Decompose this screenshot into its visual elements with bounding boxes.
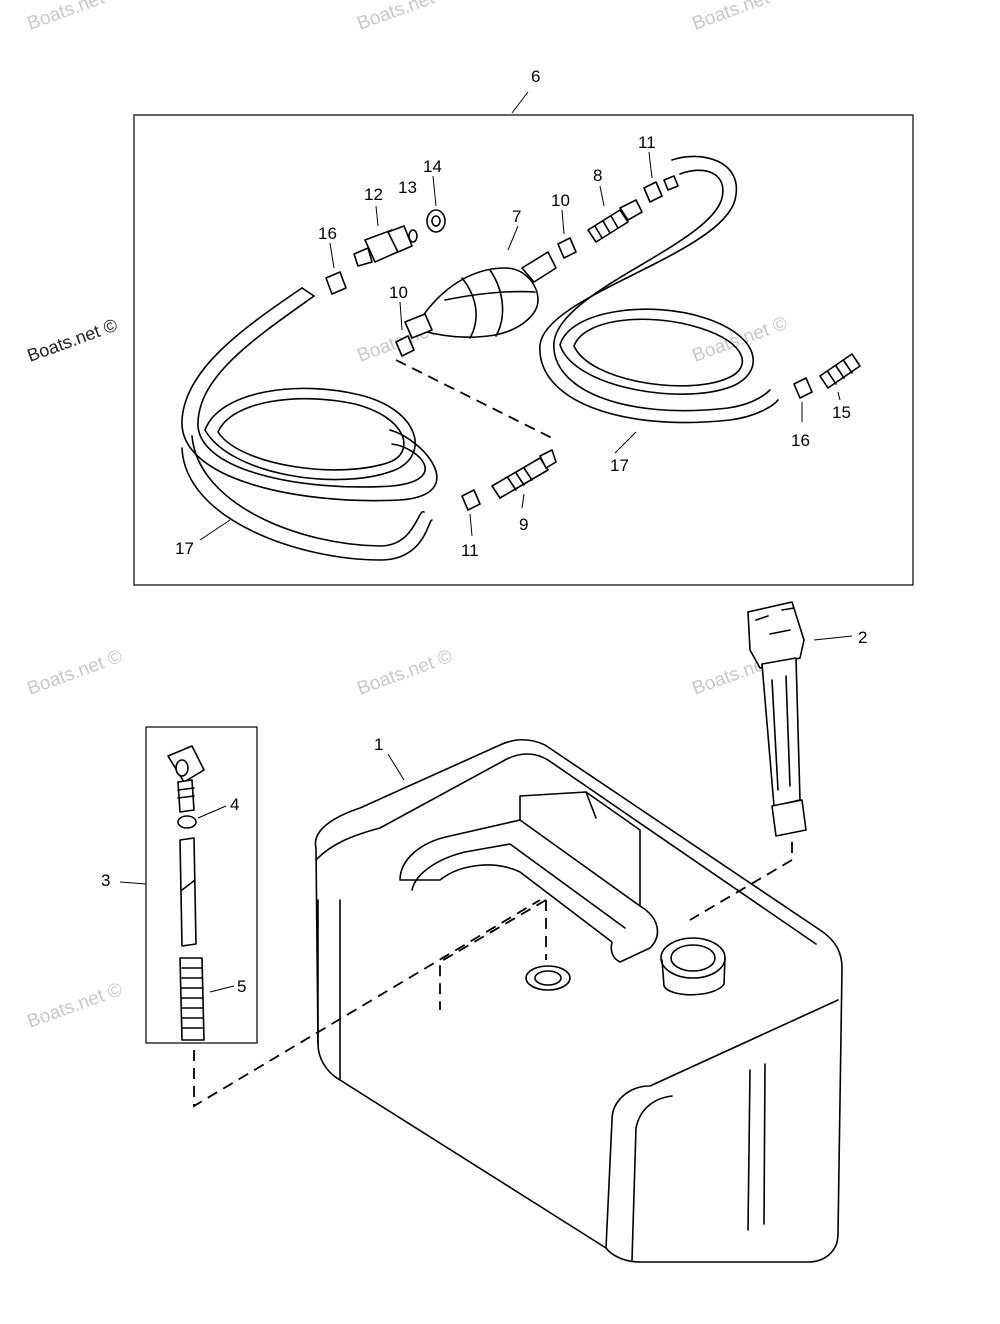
callout-8: 8	[593, 166, 602, 185]
watermark: Boats.net ©	[25, 0, 126, 35]
assembly-line	[395, 359, 553, 439]
clamp-icon	[325, 271, 347, 295]
callout-10-lower: 10	[389, 283, 408, 302]
washer-icon	[426, 209, 446, 233]
watermark: Boats.net ©	[355, 0, 456, 35]
watermark: Boats.net ©	[355, 646, 456, 700]
tank-fitting-icon	[491, 449, 557, 499]
assembly-line	[689, 842, 793, 921]
callout-4: 4	[230, 795, 239, 814]
o-ring-icon	[177, 815, 197, 829]
callout-1: 1	[374, 735, 383, 754]
callout-5: 5	[237, 977, 246, 996]
fuel-hose-icon	[539, 155, 779, 424]
callout-16-right: 16	[791, 431, 810, 450]
callout-17-left: 17	[175, 539, 194, 558]
assembly-line	[193, 899, 541, 1108]
watermark: Boats.net ©	[690, 0, 791, 35]
assembly-line	[439, 899, 547, 1010]
callout-11-lower: 11	[461, 541, 479, 560]
callout-7: 7	[512, 207, 521, 226]
callout-14: 14	[423, 157, 442, 176]
callout-15: 15	[832, 403, 851, 422]
pickup-tube-icon	[179, 837, 197, 947]
clamp-icon	[557, 237, 577, 259]
callout-13: 13	[398, 178, 417, 197]
clamp-icon	[793, 377, 813, 399]
callout-9: 9	[519, 515, 528, 534]
callout-3: 3	[101, 871, 110, 890]
fuel-hose-icon	[181, 287, 438, 561]
engine-connector-icon	[353, 225, 413, 267]
pickup-assembly-frame	[145, 726, 258, 1044]
watermark-side: Boats.net ©	[25, 315, 120, 366]
callout-17-right: 17	[610, 456, 629, 475]
clamp-icon	[461, 489, 481, 511]
primer-bulb-icon	[404, 251, 557, 339]
pickup-tube-assembly-icon	[167, 745, 205, 813]
fuel-line-kit-frame	[133, 114, 914, 586]
o-ring-icon	[408, 229, 418, 243]
connector-fitting-icon	[587, 199, 643, 243]
callout-10-upper: 10	[551, 191, 570, 210]
watermark: Boats.net ©	[25, 646, 126, 700]
fuel-tank-icon	[314, 738, 843, 1263]
callout-12: 12	[364, 185, 383, 204]
hose-fitting-icon	[819, 353, 861, 389]
callout-11-upper: 11	[638, 133, 656, 152]
watermark: Boats.net ©	[25, 979, 126, 1033]
callout-16-left: 16	[318, 224, 337, 243]
callout-6: 6	[531, 67, 540, 86]
filter-screen-icon	[179, 957, 205, 1041]
callout-2: 2	[858, 628, 867, 647]
fuel-gauge-icon	[747, 601, 807, 837]
clamp-icon	[395, 335, 415, 357]
watermark: Boats.net ©	[690, 313, 791, 367]
clamp-icon	[643, 175, 679, 203]
